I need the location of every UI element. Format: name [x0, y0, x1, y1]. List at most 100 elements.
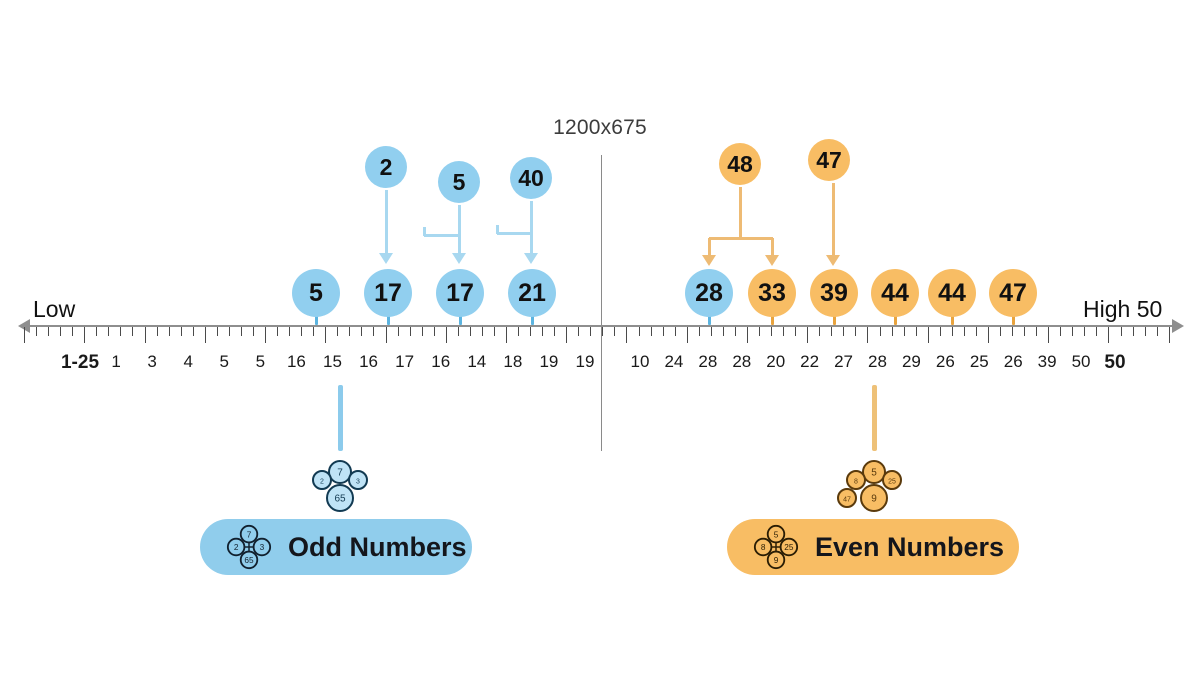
- tick-label: 15: [323, 352, 342, 371]
- tick-label: 18: [503, 352, 523, 371]
- top-marker-3[interactable]: 48: [719, 143, 761, 185]
- ruler-tick: [663, 327, 664, 336]
- baseline-marker-7[interactable]: 44: [871, 269, 919, 317]
- ruler-tick: [120, 327, 121, 336]
- marker-stem: [893, 311, 897, 325]
- ruler-tick: [1108, 327, 1109, 343]
- ruler-tick: [795, 327, 796, 336]
- arrowhead-2-to-17: [379, 253, 393, 264]
- ruler-tick: [506, 327, 507, 343]
- ruler-tick: [205, 327, 206, 343]
- tick-label: 39: [1037, 352, 1057, 371]
- svg-text:2: 2: [234, 543, 239, 552]
- baseline-marker-0[interactable]: 5: [292, 269, 340, 317]
- connector-2-to-17: [384, 190, 388, 254]
- tick-label: 5: [219, 352, 230, 371]
- tick-label: 14: [467, 352, 487, 371]
- svg-text:8: 8: [854, 479, 858, 486]
- ruler-tick: [72, 327, 73, 336]
- ruler-tick: [289, 327, 290, 336]
- ruler-tick: [651, 327, 652, 336]
- ruler-tick: [434, 327, 435, 336]
- tick-label: 29: [901, 352, 921, 371]
- ruler-tick: [952, 327, 953, 336]
- ruler-tick: [1096, 327, 1097, 336]
- tick-label: 50: [1071, 352, 1091, 371]
- svg-text:25: 25: [888, 479, 896, 486]
- ruler-tick: [614, 327, 615, 336]
- arrowhead-47-to-39: [826, 255, 840, 266]
- resolution-watermark: 1200x675: [553, 116, 647, 139]
- svg-text:65: 65: [244, 556, 254, 565]
- tick-label: 26: [935, 352, 955, 371]
- tick-label: 28: [698, 352, 718, 371]
- tick-label: 16: [359, 352, 379, 371]
- marker-stem: [386, 311, 390, 325]
- marker-stem: [530, 311, 534, 325]
- marker-stem: [458, 311, 462, 325]
- ruler-tick: [446, 327, 447, 343]
- ruler-tick: [470, 327, 471, 336]
- baseline-marker-5[interactable]: 33: [748, 269, 796, 317]
- legend-pill-label-odd: Odd Numbers: [288, 531, 467, 562]
- baseline-marker-3[interactable]: 21: [508, 269, 556, 317]
- connector-40-elbow-stub: [495, 225, 499, 234]
- ruler-tick: [831, 327, 832, 336]
- connector-5-elbow-stub: [422, 227, 426, 236]
- ruler-tick: [530, 327, 531, 336]
- arrowhead-48-to-28: [702, 255, 716, 266]
- ruler-tick: [361, 327, 362, 336]
- ruler-tick: [60, 327, 61, 336]
- axis-low-label: Low: [33, 296, 76, 322]
- ruler-tick: [241, 327, 242, 336]
- top-marker-4[interactable]: 47: [808, 139, 850, 181]
- ruler-tick: [1133, 327, 1134, 336]
- ruler-tick: [482, 327, 483, 336]
- baseline-marker-8[interactable]: 44: [928, 269, 976, 317]
- legend-drop-line-even: [871, 385, 877, 451]
- connector-48-to-33: [770, 238, 774, 256]
- ruler-tick: [494, 327, 495, 336]
- connector-40-to-21-horizontal: [497, 231, 533, 235]
- ruler-tick: [169, 327, 170, 336]
- baseline-marker-6[interactable]: 39: [810, 269, 858, 317]
- connector-5-to-17-vertical: [457, 205, 461, 254]
- baseline-marker-4[interactable]: 28: [685, 269, 733, 317]
- svg-text:3: 3: [356, 479, 360, 486]
- tick-label: 25: [969, 352, 989, 371]
- ruler-tick: [1000, 327, 1001, 336]
- baseline-marker-1[interactable]: 17: [364, 269, 412, 317]
- marker-stem: [1011, 311, 1015, 325]
- arrowhead-5-to-17: [452, 253, 466, 264]
- ruler-tick: [783, 327, 784, 336]
- tick-label: 26: [1003, 352, 1023, 371]
- svg-text:7: 7: [337, 468, 343, 479]
- baseline-marker-9[interactable]: 47: [989, 269, 1037, 317]
- top-marker-0[interactable]: 2: [365, 146, 407, 188]
- svg-text:9: 9: [871, 494, 877, 505]
- ruler-tick: [145, 327, 146, 343]
- top-marker-1[interactable]: 5: [438, 161, 480, 203]
- top-marker-2[interactable]: 40: [510, 157, 552, 199]
- ruler-tick: [265, 327, 266, 343]
- ruler-tick: [36, 327, 37, 336]
- ruler-tick: [181, 327, 182, 336]
- ruler-tick: [639, 327, 640, 336]
- ruler-tick: [108, 327, 109, 336]
- connector-48-bracket: [709, 236, 773, 240]
- tick-label: 17: [395, 352, 415, 371]
- legend-pill-label-even: Even Numbers: [815, 531, 1005, 562]
- ruler-tick: [229, 327, 230, 336]
- ruler-tick: [687, 327, 688, 343]
- ruler-tick: [325, 327, 326, 343]
- tick-label: 3: [147, 352, 157, 371]
- legend-drop-line-odd: [337, 385, 343, 451]
- baseline-marker-2[interactable]: 17: [436, 269, 484, 317]
- center-divider-line: [601, 155, 602, 451]
